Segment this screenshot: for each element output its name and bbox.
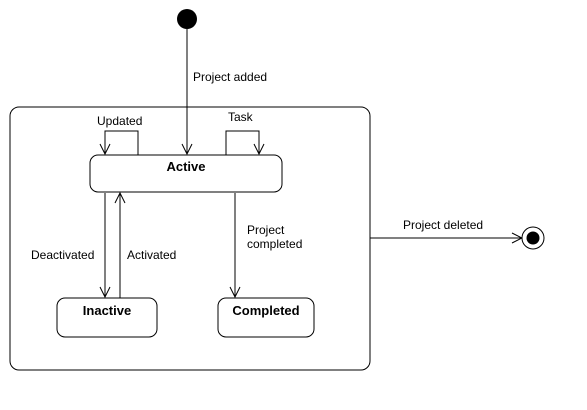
transition-project-completed-label-line2: completed [247, 237, 302, 251]
state-active-label: Active [166, 159, 205, 174]
transition-deactivated-label: Deactivated [31, 248, 94, 262]
transition-activated-label: Activated [127, 248, 176, 262]
state-inactive-label: Inactive [83, 303, 131, 318]
transition-project-deleted-label: Project deleted [403, 218, 483, 232]
transition-project-added-label: Project added [193, 70, 267, 84]
transition-updated-arrow [105, 130, 139, 155]
transition-project-completed-label-line1: Project [247, 223, 285, 237]
final-state-node [521, 226, 545, 250]
transition-updated-label: Updated [97, 114, 142, 128]
state-active [89, 154, 283, 193]
state-completed-label: Completed [232, 303, 299, 318]
state-completed [217, 297, 315, 338]
state-inactive [56, 297, 158, 338]
transition-task-arrow [225, 130, 259, 155]
initial-state-node [177, 9, 197, 29]
transition-task-label: Task [228, 110, 254, 124]
